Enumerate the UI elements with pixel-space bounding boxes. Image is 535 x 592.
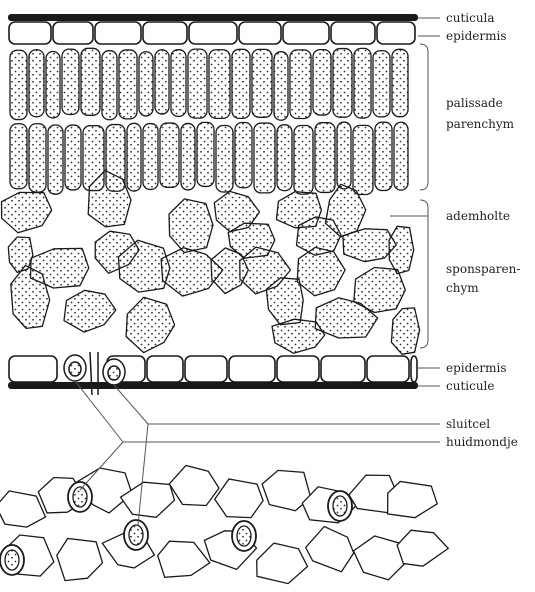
epidermis-cell — [53, 22, 93, 44]
palisade-cell — [65, 125, 81, 190]
palisade-cell — [209, 50, 230, 119]
palisade-cell — [354, 48, 371, 118]
palisade-cell — [160, 123, 179, 187]
palisade-cell — [277, 125, 292, 191]
epidermis-cell — [229, 356, 275, 382]
spongy-cell — [391, 308, 419, 354]
surface-cell — [388, 482, 438, 518]
label-palissade-line2: parenchym — [446, 117, 515, 131]
epidermis-cell — [377, 22, 415, 44]
palisade-cell — [216, 125, 233, 191]
palisade-cell — [10, 124, 27, 189]
palisade-cell — [254, 123, 275, 193]
spongy-cell — [2, 192, 52, 232]
epidermis-surface-view — [0, 466, 448, 584]
palisade-cell — [232, 49, 250, 118]
spongy-cell — [343, 229, 396, 262]
epidermis-cell — [147, 356, 183, 382]
spongy-cell — [126, 297, 175, 352]
spongy-cell — [272, 319, 325, 353]
stoma-pore — [129, 525, 143, 545]
upper-cuticle — [8, 14, 418, 21]
spongy-cell — [169, 199, 213, 253]
epidermis-cell — [283, 22, 329, 44]
palisade-cell — [119, 50, 137, 119]
surface-cell — [0, 491, 46, 527]
surface-cell — [158, 541, 210, 577]
label-palissade-line1: palissade — [446, 96, 503, 110]
palisade-cell — [188, 49, 207, 118]
palisade-cell — [143, 124, 158, 190]
epidermis-cell — [143, 22, 187, 44]
palisade-parenchyma — [10, 48, 408, 194]
spongy-cell — [389, 226, 414, 273]
palisade-cell — [181, 123, 195, 189]
palisade-cell — [294, 125, 313, 194]
palisade-cell — [171, 50, 186, 117]
palisade-cell — [29, 124, 46, 192]
palisade-cell — [313, 50, 331, 115]
palisade-cell — [81, 48, 100, 115]
epidermis-cell — [239, 22, 281, 44]
epidermis-cell — [411, 356, 417, 382]
surface-cell — [397, 530, 448, 566]
epidermis-cell — [367, 356, 409, 382]
epidermis-cell — [9, 356, 57, 382]
palisade-cell — [290, 50, 311, 119]
palisade-cell — [375, 122, 392, 190]
palisade-cell — [315, 123, 335, 193]
label-cuticula: cuticula — [446, 11, 495, 25]
epidermis-cell — [95, 22, 141, 44]
label-epidermis-top: epidermis — [446, 29, 507, 43]
spongy-cell — [297, 247, 345, 295]
epidermis-cell — [277, 356, 319, 382]
label-ademholte: ademholte — [446, 209, 510, 223]
stoma-pore — [237, 526, 251, 546]
stoma-pore — [5, 550, 19, 570]
palisade-cell — [197, 122, 214, 186]
palisade-cell — [139, 52, 153, 116]
epidermis-cell — [9, 22, 51, 44]
surface-cell — [306, 527, 354, 572]
stoma-pore — [333, 496, 347, 516]
palisade-cell — [29, 50, 44, 117]
palisade-cell — [102, 51, 117, 120]
palisade-cell — [48, 125, 63, 194]
palisade-cell — [46, 52, 60, 118]
palisade-cell — [333, 49, 352, 118]
label-cuticule: cuticule — [446, 379, 495, 393]
epidermis-cell — [331, 22, 375, 44]
palisade-cell — [353, 125, 373, 194]
spongy-cell — [64, 290, 116, 332]
lower-cuticle — [8, 382, 418, 389]
palisade-cell — [392, 49, 408, 116]
palisade-cell — [62, 49, 79, 114]
spongy-cell — [266, 278, 303, 325]
palisade-cell — [10, 50, 27, 119]
surface-cell — [215, 479, 263, 518]
spongy-parenchyma — [2, 170, 420, 354]
palisade-cell — [337, 122, 351, 189]
label-huidmondje: huidmondje — [446, 435, 518, 449]
label-epidermis-bottom: epidermis — [446, 361, 507, 375]
palisade-cell — [127, 123, 141, 191]
surface-cell — [257, 543, 308, 584]
surface-cell — [169, 466, 219, 506]
surface-cell — [57, 539, 103, 581]
palisade-cell — [252, 49, 272, 117]
epidermis-cell — [185, 356, 227, 382]
upper-epidermis — [9, 22, 415, 44]
palisade-cell — [394, 122, 408, 190]
palisade-cell — [235, 123, 252, 188]
epidermis-cell — [321, 356, 365, 382]
palisade-cell — [155, 50, 169, 114]
epidermis-cell — [189, 22, 237, 44]
label-spons-line1: sponsparen- — [446, 262, 520, 276]
label-sluitcel: sluitcel — [446, 417, 490, 431]
palisade-cell — [274, 52, 288, 121]
palisade-cell — [373, 51, 390, 117]
label-spons-line2: chym — [446, 281, 479, 295]
